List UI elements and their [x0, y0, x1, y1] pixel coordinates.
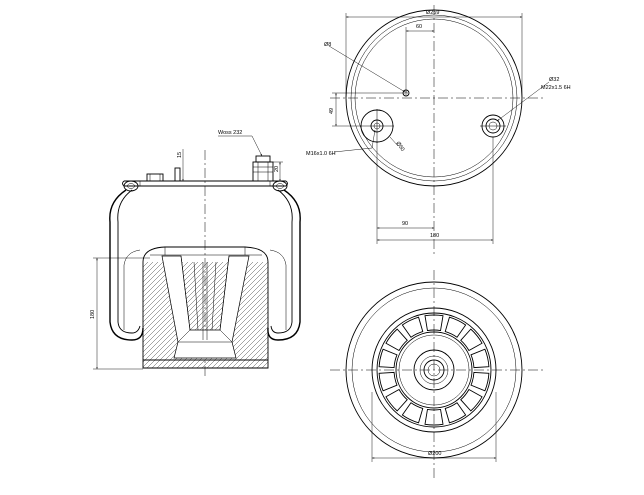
rib-pocket — [378, 348, 398, 369]
dim-height-15: 15 — [177, 152, 183, 158]
rib-pocket — [401, 402, 424, 424]
label-port-dia-32: Ø32 — [549, 77, 559, 83]
label-thread-m22: M22x1.5 6H — [541, 85, 571, 91]
rib-pocket — [378, 371, 398, 392]
left-stud-boss — [360, 109, 394, 143]
rib-pocket — [424, 408, 444, 426]
piston — [142, 246, 269, 369]
center-stud — [172, 167, 183, 182]
label-dia-50: Ø50 — [394, 141, 405, 153]
rib-pocket — [470, 371, 490, 392]
rib-pocket — [470, 348, 490, 369]
label-thread-m16: M16x1.0 6H — [306, 151, 336, 157]
dim-offset-60: 60 — [416, 24, 422, 30]
dim-offset-90: 90 — [402, 221, 408, 227]
rib-pocket — [385, 388, 408, 412]
left-stud — [146, 173, 164, 182]
rib-pocket — [460, 388, 483, 412]
top-view: Ø259 60 Ø8 49 M16x1.0 6H Ø50 Ø32 M22x1.5… — [306, 5, 571, 255]
rib-pocket — [385, 328, 408, 352]
rib-pocket — [460, 328, 483, 352]
dim-overall-dia: Ø259 — [426, 10, 439, 16]
rib-pocket — [444, 402, 467, 424]
dim-offset-49: 49 — [329, 108, 335, 114]
dim-height-180: 180 — [90, 310, 96, 319]
dim-offset-180: 180 — [430, 233, 439, 239]
rib-pocket — [424, 314, 444, 332]
rib-pocket — [444, 316, 467, 338]
rubber-bellows — [109, 189, 301, 341]
label-hole-dia-8: Ø8 — [324, 42, 331, 48]
right-air-port — [480, 114, 506, 138]
rib-pocket — [401, 316, 424, 338]
dim-piston-dia: Ø200 — [428, 451, 441, 457]
piston-ribs — [378, 314, 490, 426]
label-fitting: Woss 232 — [218, 130, 242, 136]
side-view: Woss 232 15 20 — [90, 130, 301, 378]
dim-height-20: 20 — [274, 166, 280, 172]
bottom-view: Ø200 — [330, 270, 545, 480]
air-fitting — [252, 155, 274, 182]
